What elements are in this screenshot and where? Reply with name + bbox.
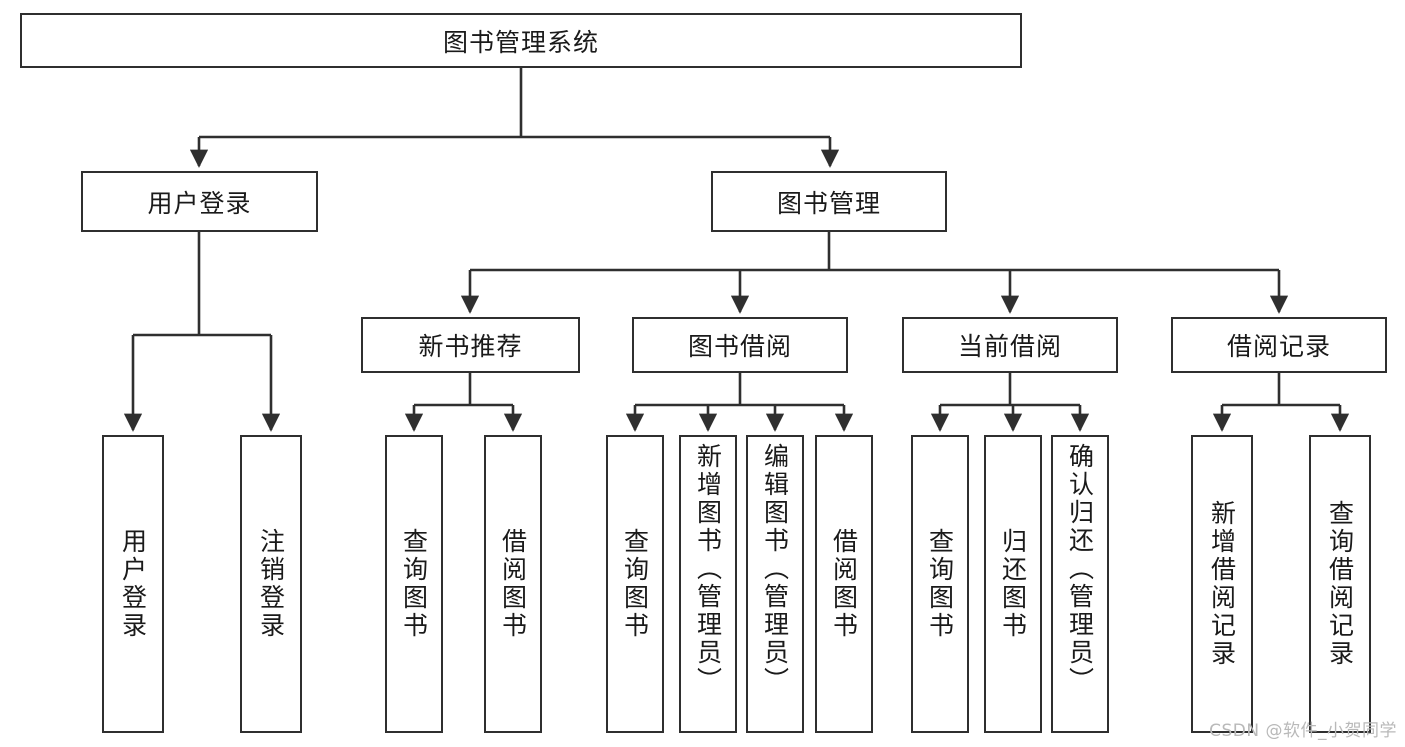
node-leaf-query-book-3-label: 查询图书 (925, 528, 955, 640)
node-leaf-query-book-2-label: 查询图书 (620, 528, 650, 640)
node-leaf-borrow-book-1-label: 借阅图书 (498, 528, 528, 640)
node-leaf-query-book-2[interactable]: 查询图书 (606, 435, 664, 733)
node-book-borrow-label: 图书借阅 (687, 332, 792, 361)
node-root[interactable]: 图书管理系统 (20, 13, 1022, 68)
node-leaf-confirm-return[interactable]: 确认归还（管理员） (1051, 435, 1109, 733)
node-borrow-record[interactable]: 借阅记录 (1171, 317, 1387, 373)
node-user-login-label: 用户登录 (147, 188, 252, 218)
node-leaf-add-book[interactable]: 新增图书（管理员） (679, 435, 737, 733)
node-current-borrow[interactable]: 当前借阅 (902, 317, 1118, 373)
node-new-book-recommend[interactable]: 新书推荐 (361, 317, 580, 373)
node-leaf-user-login[interactable]: 用户登录 (102, 435, 164, 733)
node-leaf-query-book-3[interactable]: 查询图书 (911, 435, 969, 733)
node-leaf-query-book-1-label: 查询图书 (399, 528, 429, 640)
node-leaf-borrow-book-2-label: 借阅图书 (829, 528, 859, 640)
node-leaf-add-record-label: 新增借阅记录 (1207, 500, 1237, 668)
node-leaf-borrow-book-1[interactable]: 借阅图书 (484, 435, 542, 733)
node-book-manage-label: 图书管理 (776, 188, 881, 218)
node-leaf-query-record-label: 查询借阅记录 (1325, 500, 1355, 668)
node-book-manage[interactable]: 图书管理 (711, 171, 947, 232)
node-leaf-return-book[interactable]: 归还图书 (984, 435, 1042, 733)
watermark-text: CSDN @软件_小贺同学 (1209, 721, 1397, 741)
node-leaf-logout-label: 注销登录 (256, 528, 286, 640)
node-new-book-recommend-label: 新书推荐 (418, 332, 523, 361)
node-leaf-add-book-label: 新增图书（管理员） (693, 443, 723, 695)
node-leaf-query-book-1[interactable]: 查询图书 (385, 435, 443, 733)
node-leaf-borrow-book-2[interactable]: 借阅图书 (815, 435, 873, 733)
node-leaf-query-record[interactable]: 查询借阅记录 (1309, 435, 1371, 733)
node-leaf-add-record[interactable]: 新增借阅记录 (1191, 435, 1253, 733)
node-leaf-logout[interactable]: 注销登录 (240, 435, 302, 733)
node-current-borrow-label: 当前借阅 (957, 332, 1062, 361)
node-root-label: 图书管理系统 (442, 27, 599, 57)
node-leaf-confirm-return-label: 确认归还（管理员） (1065, 443, 1095, 695)
node-leaf-edit-book-label: 编辑图书（管理员） (760, 443, 790, 695)
node-borrow-record-label: 借阅记录 (1226, 332, 1331, 361)
node-user-login[interactable]: 用户登录 (81, 171, 318, 232)
node-book-borrow[interactable]: 图书借阅 (632, 317, 848, 373)
node-leaf-edit-book[interactable]: 编辑图书（管理员） (746, 435, 804, 733)
node-leaf-return-book-label: 归还图书 (998, 528, 1028, 640)
node-leaf-user-login-label: 用户登录 (118, 528, 148, 640)
